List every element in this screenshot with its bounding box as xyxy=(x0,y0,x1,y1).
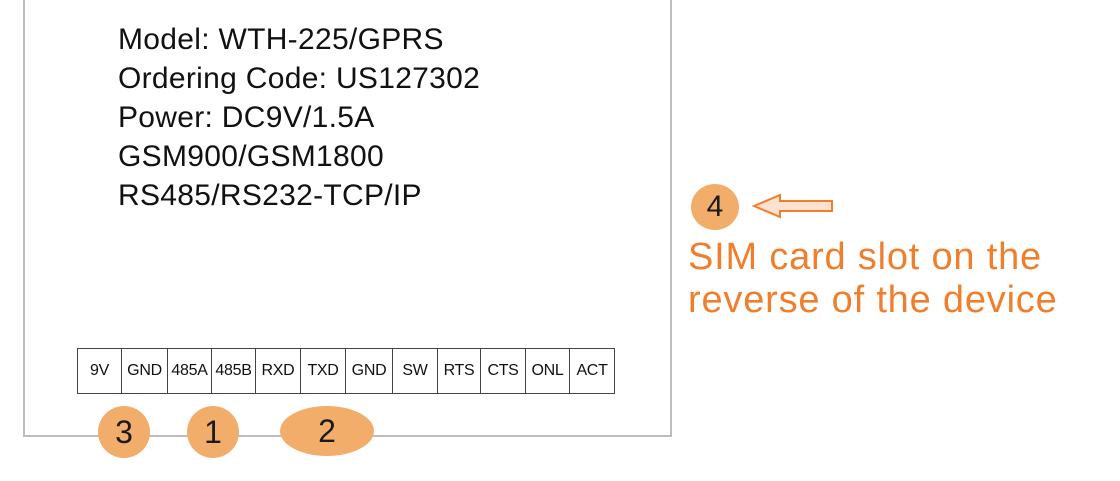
marker-3: 3 xyxy=(98,406,150,458)
sim-note-line-1: SIM card slot on the xyxy=(688,236,1042,278)
marker-4: 4 xyxy=(691,184,739,230)
terminal-9v: 9V xyxy=(78,349,122,393)
terminal-cts: CTS xyxy=(481,349,526,393)
terminal-485b: 485B xyxy=(212,349,256,393)
terminal-onl: ONL xyxy=(526,349,570,393)
spec-list: Model: WTH-225/GPRS Ordering Code: US127… xyxy=(118,20,480,215)
terminal-485a: 485A xyxy=(168,349,212,393)
terminal-rxd: RXD xyxy=(256,349,301,393)
terminal-gnd-1: GND xyxy=(122,349,168,393)
terminal-act: ACT xyxy=(576,362,608,379)
marker-2: 2 xyxy=(280,406,374,456)
left-arrow-icon xyxy=(752,193,833,219)
sim-note-line-2: reverse of the device xyxy=(688,279,1058,321)
terminal-txd: TXD xyxy=(301,349,346,393)
spec-ordering-code: Ordering Code: US127302 xyxy=(118,62,481,95)
sim-slot-note: SIM card slot on the reverse of the devi… xyxy=(688,236,1058,322)
spec-model: Model: WTH-225/GPRS xyxy=(118,23,444,56)
spec-power: Power: DC9V/1.5A xyxy=(118,101,375,134)
terminal-sw: SW xyxy=(393,349,438,393)
terminal-rts: RTS xyxy=(438,349,481,393)
terminal-gnd-2: GND xyxy=(346,349,393,393)
marker-1: 1 xyxy=(187,406,239,458)
spec-gsm: GSM900/GSM1800 xyxy=(118,140,384,173)
terminal-strip: 9V GND 485A 485B RXD TXD GND SW RTS CTS … xyxy=(77,348,615,394)
spec-interfaces: RS485/RS232-TCP/IP xyxy=(118,179,422,212)
